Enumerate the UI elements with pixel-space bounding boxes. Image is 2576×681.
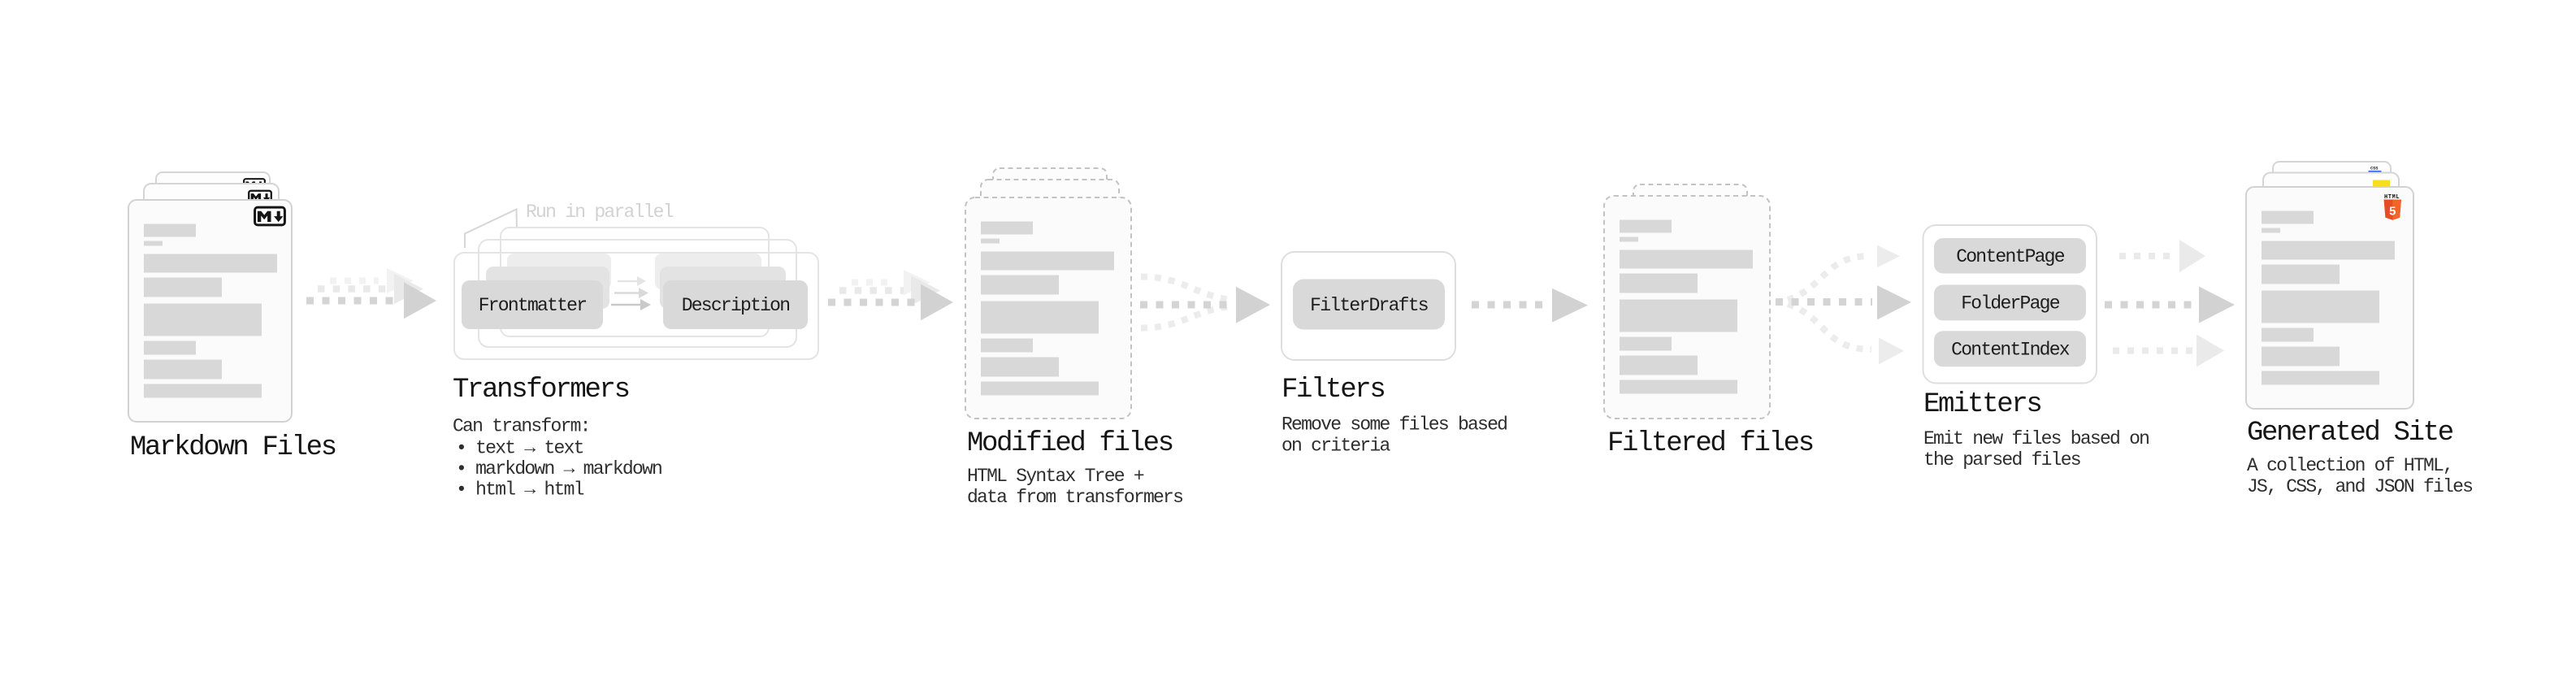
svg-text:• markdown → markdown: • markdown → markdown (456, 458, 661, 479)
svg-text:Filters: Filters (1281, 375, 1384, 406)
svg-text:Modified files: Modified files (967, 428, 1173, 459)
svg-text:Emit new files based on: Emit new files based on (1923, 428, 2149, 449)
svg-text:CSS: CSS (2370, 167, 2378, 171)
svg-text:HTML: HTML (2384, 194, 2400, 201)
svg-text:• text → text: • text → text (456, 438, 583, 459)
svg-text:HTML Syntax Tree +: HTML Syntax Tree + (967, 466, 1144, 487)
svg-text:the parsed files: the parsed files (1923, 449, 2080, 471)
svg-text:Can transform:: Can transform: (453, 416, 590, 437)
svg-text:Frontmatter: Frontmatter (479, 295, 587, 316)
svg-text:Generated Site: Generated Site (2247, 418, 2453, 449)
svg-text:Remove some files based: Remove some files based (1281, 414, 1507, 436)
svg-text:FolderPage: FolderPage (1961, 293, 2059, 314)
svg-text:5: 5 (2389, 206, 2396, 219)
svg-text:• html → html: • html → html (456, 479, 584, 501)
svg-text:Markdown Files: Markdown Files (130, 432, 336, 463)
svg-text:A collection of HTML,: A collection of HTML, (2247, 455, 2452, 476)
svg-text:Description: Description (682, 295, 790, 316)
svg-text:Run in parallel: Run in parallel (526, 202, 674, 223)
svg-text:data from transformers: data from transformers (967, 487, 1182, 508)
svg-text:Emitters: Emitters (1923, 389, 2040, 420)
svg-text:ContentPage: ContentPage (1956, 246, 2065, 267)
svg-text:ContentIndex: ContentIndex (1951, 340, 2070, 361)
svg-text:Transformers: Transformers (453, 375, 629, 406)
svg-text:JS, CSS, and JSON files: JS, CSS, and JSON files (2247, 476, 2472, 497)
svg-text:Filtered files: Filtered files (1607, 428, 1813, 459)
svg-text:FilterDrafts: FilterDrafts (1310, 295, 1428, 316)
svg-text:on criteria: on criteria (1281, 436, 1391, 457)
